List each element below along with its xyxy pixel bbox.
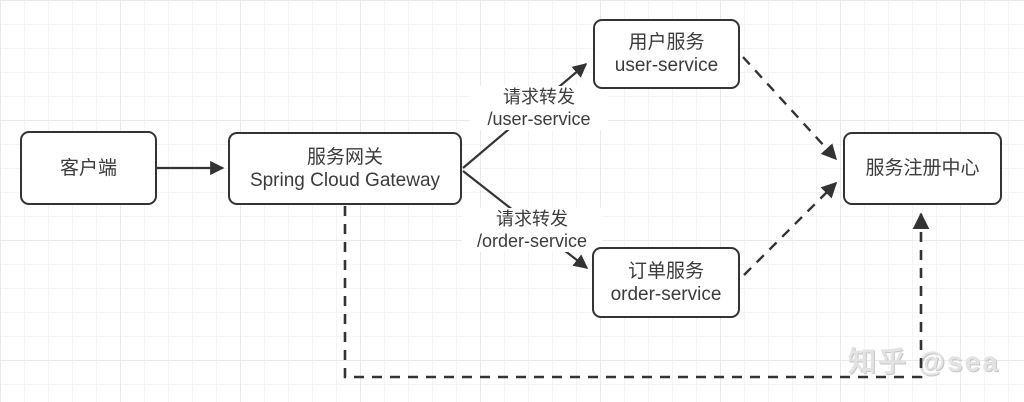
edge-label-order-forward-line1: 请求转发 (496, 209, 568, 229)
edge-label-order-forward: 请求转发 /order-service (462, 208, 602, 252)
node-user-service-subtitle: user-service (614, 55, 719, 76)
watermark: 知乎 @sea (848, 346, 1000, 377)
node-registry[interactable]: 服务注册中心 (843, 132, 1002, 205)
node-order-service-title: 订单服务 (627, 260, 704, 282)
node-client-title: 客户端 (59, 157, 117, 179)
edge-label-user-forward-line1: 请求转发 (503, 87, 575, 107)
node-client[interactable]: 客户端 (20, 131, 157, 205)
node-gateway[interactable]: 服务网关 Spring Cloud Gateway (228, 132, 462, 205)
edge-order-service-to-registry (743, 181, 838, 276)
node-order-service-subtitle: order-service (610, 283, 722, 305)
node-gateway-title: 服务网关 (306, 146, 383, 168)
edge-gateway-to-registry-bottom-route (343, 206, 930, 379)
edge-label-user-forward: 请求转发 /user-service (470, 86, 608, 130)
edge-label-user-forward-line2: /user-service (487, 109, 591, 129)
node-user-service[interactable]: 用户服务 user-service (593, 19, 740, 89)
edge-user-service-to-registry (742, 56, 838, 161)
node-gateway-subtitle: Spring Cloud Gateway (249, 169, 441, 191)
node-registry-title: 服务注册中心 (865, 158, 980, 179)
node-user-service-title: 用户服务 (628, 32, 705, 53)
node-order-service[interactable]: 订单服务 order-service (592, 247, 740, 318)
edge-label-order-forward-line2: /order-service (476, 231, 588, 251)
